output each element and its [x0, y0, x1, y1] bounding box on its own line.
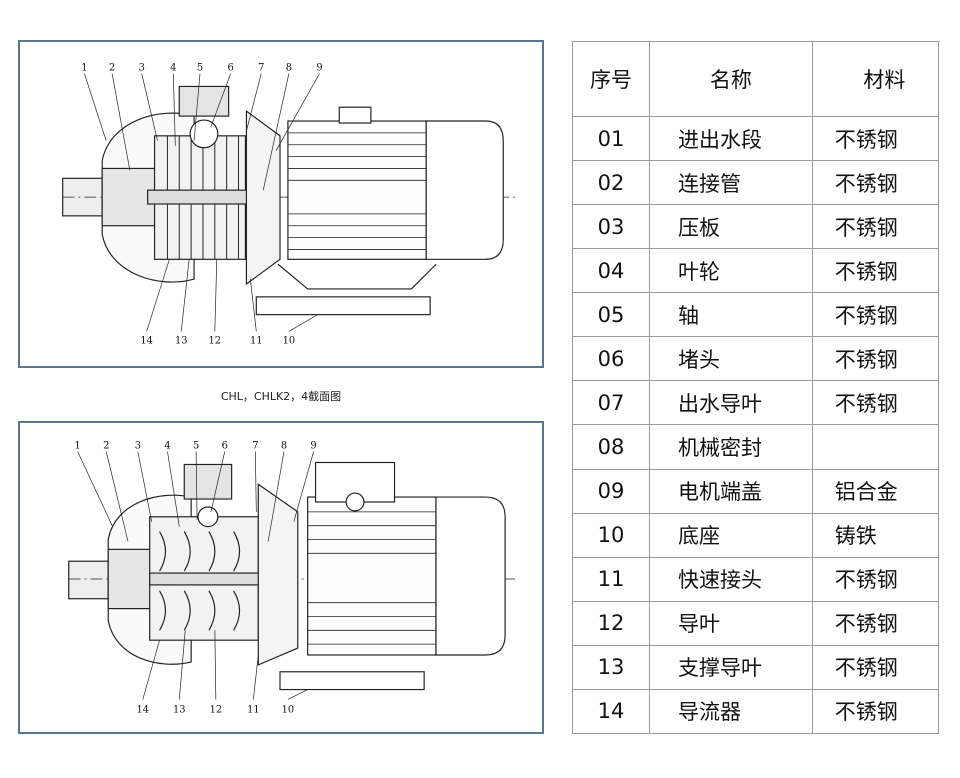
table-row: 07 出水导叶 不锈钢: [572, 380, 940, 426]
header-material: 材料: [811, 41, 940, 117]
table-row: 03 压板 不锈钢: [572, 204, 940, 250]
part-number: 02: [572, 160, 650, 206]
part-number: 06: [572, 336, 650, 382]
part-name: 电机端盖: [648, 468, 813, 514]
part-number: 14: [572, 688, 650, 735]
part-number: 07: [572, 380, 650, 426]
pump-section-drawing-top: 1 2 3 4 5 6 7 8 9 10 11 12 13 14: [18, 40, 544, 368]
table-row: 06 堵头 不锈钢: [572, 336, 940, 382]
part-material: 不锈钢: [811, 380, 940, 426]
table-row: 14 导流器 不锈钢: [572, 688, 940, 735]
callout-5: 5: [193, 441, 199, 452]
part-material: 不锈钢: [811, 556, 940, 602]
parts-table-header: 序号 名称 材料: [572, 41, 940, 117]
part-name: 出水导叶: [648, 380, 813, 426]
table-row: 12 导叶 不锈钢: [572, 600, 940, 646]
drawing-caption: CHL，CHLK2，4截面图: [220, 390, 342, 403]
callout-4: 4: [170, 63, 176, 74]
part-material: 不锈钢: [811, 160, 940, 206]
part-name: 进出水段: [648, 115, 813, 162]
callout-14: 14: [137, 704, 150, 715]
table-row: 10 底座 铸铁: [572, 512, 940, 558]
table-row: 13 支撑导叶 不锈钢: [572, 644, 940, 690]
part-name: 堵头: [648, 336, 813, 382]
callout-2: 2: [103, 441, 109, 452]
callout-10: 10: [283, 335, 296, 346]
callout-7: 7: [252, 441, 258, 452]
part-material: 不锈钢: [811, 688, 940, 735]
table-row: 08 机械密封: [572, 424, 940, 470]
part-number: 01: [572, 115, 650, 162]
callout-6: 6: [222, 441, 228, 452]
callout-4: 4: [164, 441, 170, 452]
part-material: 不锈钢: [811, 204, 940, 250]
part-name: 导流器: [648, 688, 813, 735]
callout-10: 10: [282, 704, 295, 715]
callout-1: 1: [74, 441, 80, 452]
callout-5: 5: [197, 63, 203, 74]
header-name: 名称: [648, 41, 813, 117]
part-name: 机械密封: [648, 424, 813, 470]
callout-8: 8: [286, 63, 292, 74]
part-number: 13: [572, 644, 650, 690]
part-material: 不锈钢: [811, 600, 940, 646]
callout-13: 13: [175, 335, 188, 346]
callout-1: 1: [81, 63, 87, 74]
part-number: 11: [572, 556, 650, 602]
part-name: 导叶: [648, 600, 813, 646]
pump-section-drawing-bottom: 1 2 3 4 5 6 7 8 9 10 11 12 13 14: [18, 421, 544, 734]
callout-2: 2: [109, 63, 115, 74]
part-number: 08: [572, 424, 650, 470]
part-material: 不锈钢: [811, 336, 940, 382]
part-number: 09: [572, 468, 650, 514]
callout-14: 14: [140, 335, 153, 346]
callout-9: 9: [316, 63, 322, 74]
part-name: 底座: [648, 512, 813, 558]
table-row: 11 快速接头 不锈钢: [572, 556, 940, 602]
part-name: 支撑导叶: [648, 644, 813, 690]
part-number: 03: [572, 204, 650, 250]
callout-3: 3: [139, 63, 145, 74]
part-number: 04: [572, 248, 650, 294]
table-row: 09 电机端盖 铝合金: [572, 468, 940, 514]
part-material: 不锈钢: [811, 248, 940, 294]
part-number: 05: [572, 292, 650, 338]
part-material: 不锈钢: [811, 292, 940, 338]
part-material: 铝合金: [811, 468, 940, 514]
callout-11: 11: [250, 335, 263, 346]
table-row: 04 叶轮 不锈钢: [572, 248, 940, 294]
part-name: 轴: [648, 292, 813, 338]
parts-table: 序号 名称 材料 01 进出水段 不锈钢 02 连接管 不锈钢 03 压板 不锈…: [572, 41, 940, 735]
callout-11: 11: [247, 704, 260, 715]
callout-13: 13: [173, 704, 186, 715]
callout-3: 3: [135, 441, 141, 452]
part-name: 连接管: [648, 160, 813, 206]
part-material: [811, 424, 940, 470]
part-name: 快速接头: [648, 556, 813, 602]
pump-section-svg-top: 1 2 3 4 5 6 7 8 9 10 11 12 13 14: [62, 63, 516, 346]
part-material: 不锈钢: [811, 115, 940, 162]
part-number: 12: [572, 600, 650, 646]
callout-7: 7: [258, 63, 264, 74]
part-material: 铸铁: [811, 512, 940, 558]
callout-8: 8: [281, 441, 287, 452]
callout-12: 12: [209, 335, 222, 346]
table-row: 02 连接管 不锈钢: [572, 160, 940, 206]
callout-12: 12: [210, 704, 223, 715]
part-name: 压板: [648, 204, 813, 250]
callout-9: 9: [310, 441, 316, 452]
part-number: 10: [572, 512, 650, 558]
pump-section-svg-bottom: 1 2 3 4 5 6 7 8 9 10 11 12 13 14: [68, 441, 515, 715]
table-row: 05 轴 不锈钢: [572, 292, 940, 338]
part-material: 不锈钢: [811, 644, 940, 690]
callout-6: 6: [227, 63, 233, 74]
part-name: 叶轮: [648, 248, 813, 294]
table-row: 01 进出水段 不锈钢: [572, 115, 940, 162]
header-no: 序号: [572, 41, 650, 117]
